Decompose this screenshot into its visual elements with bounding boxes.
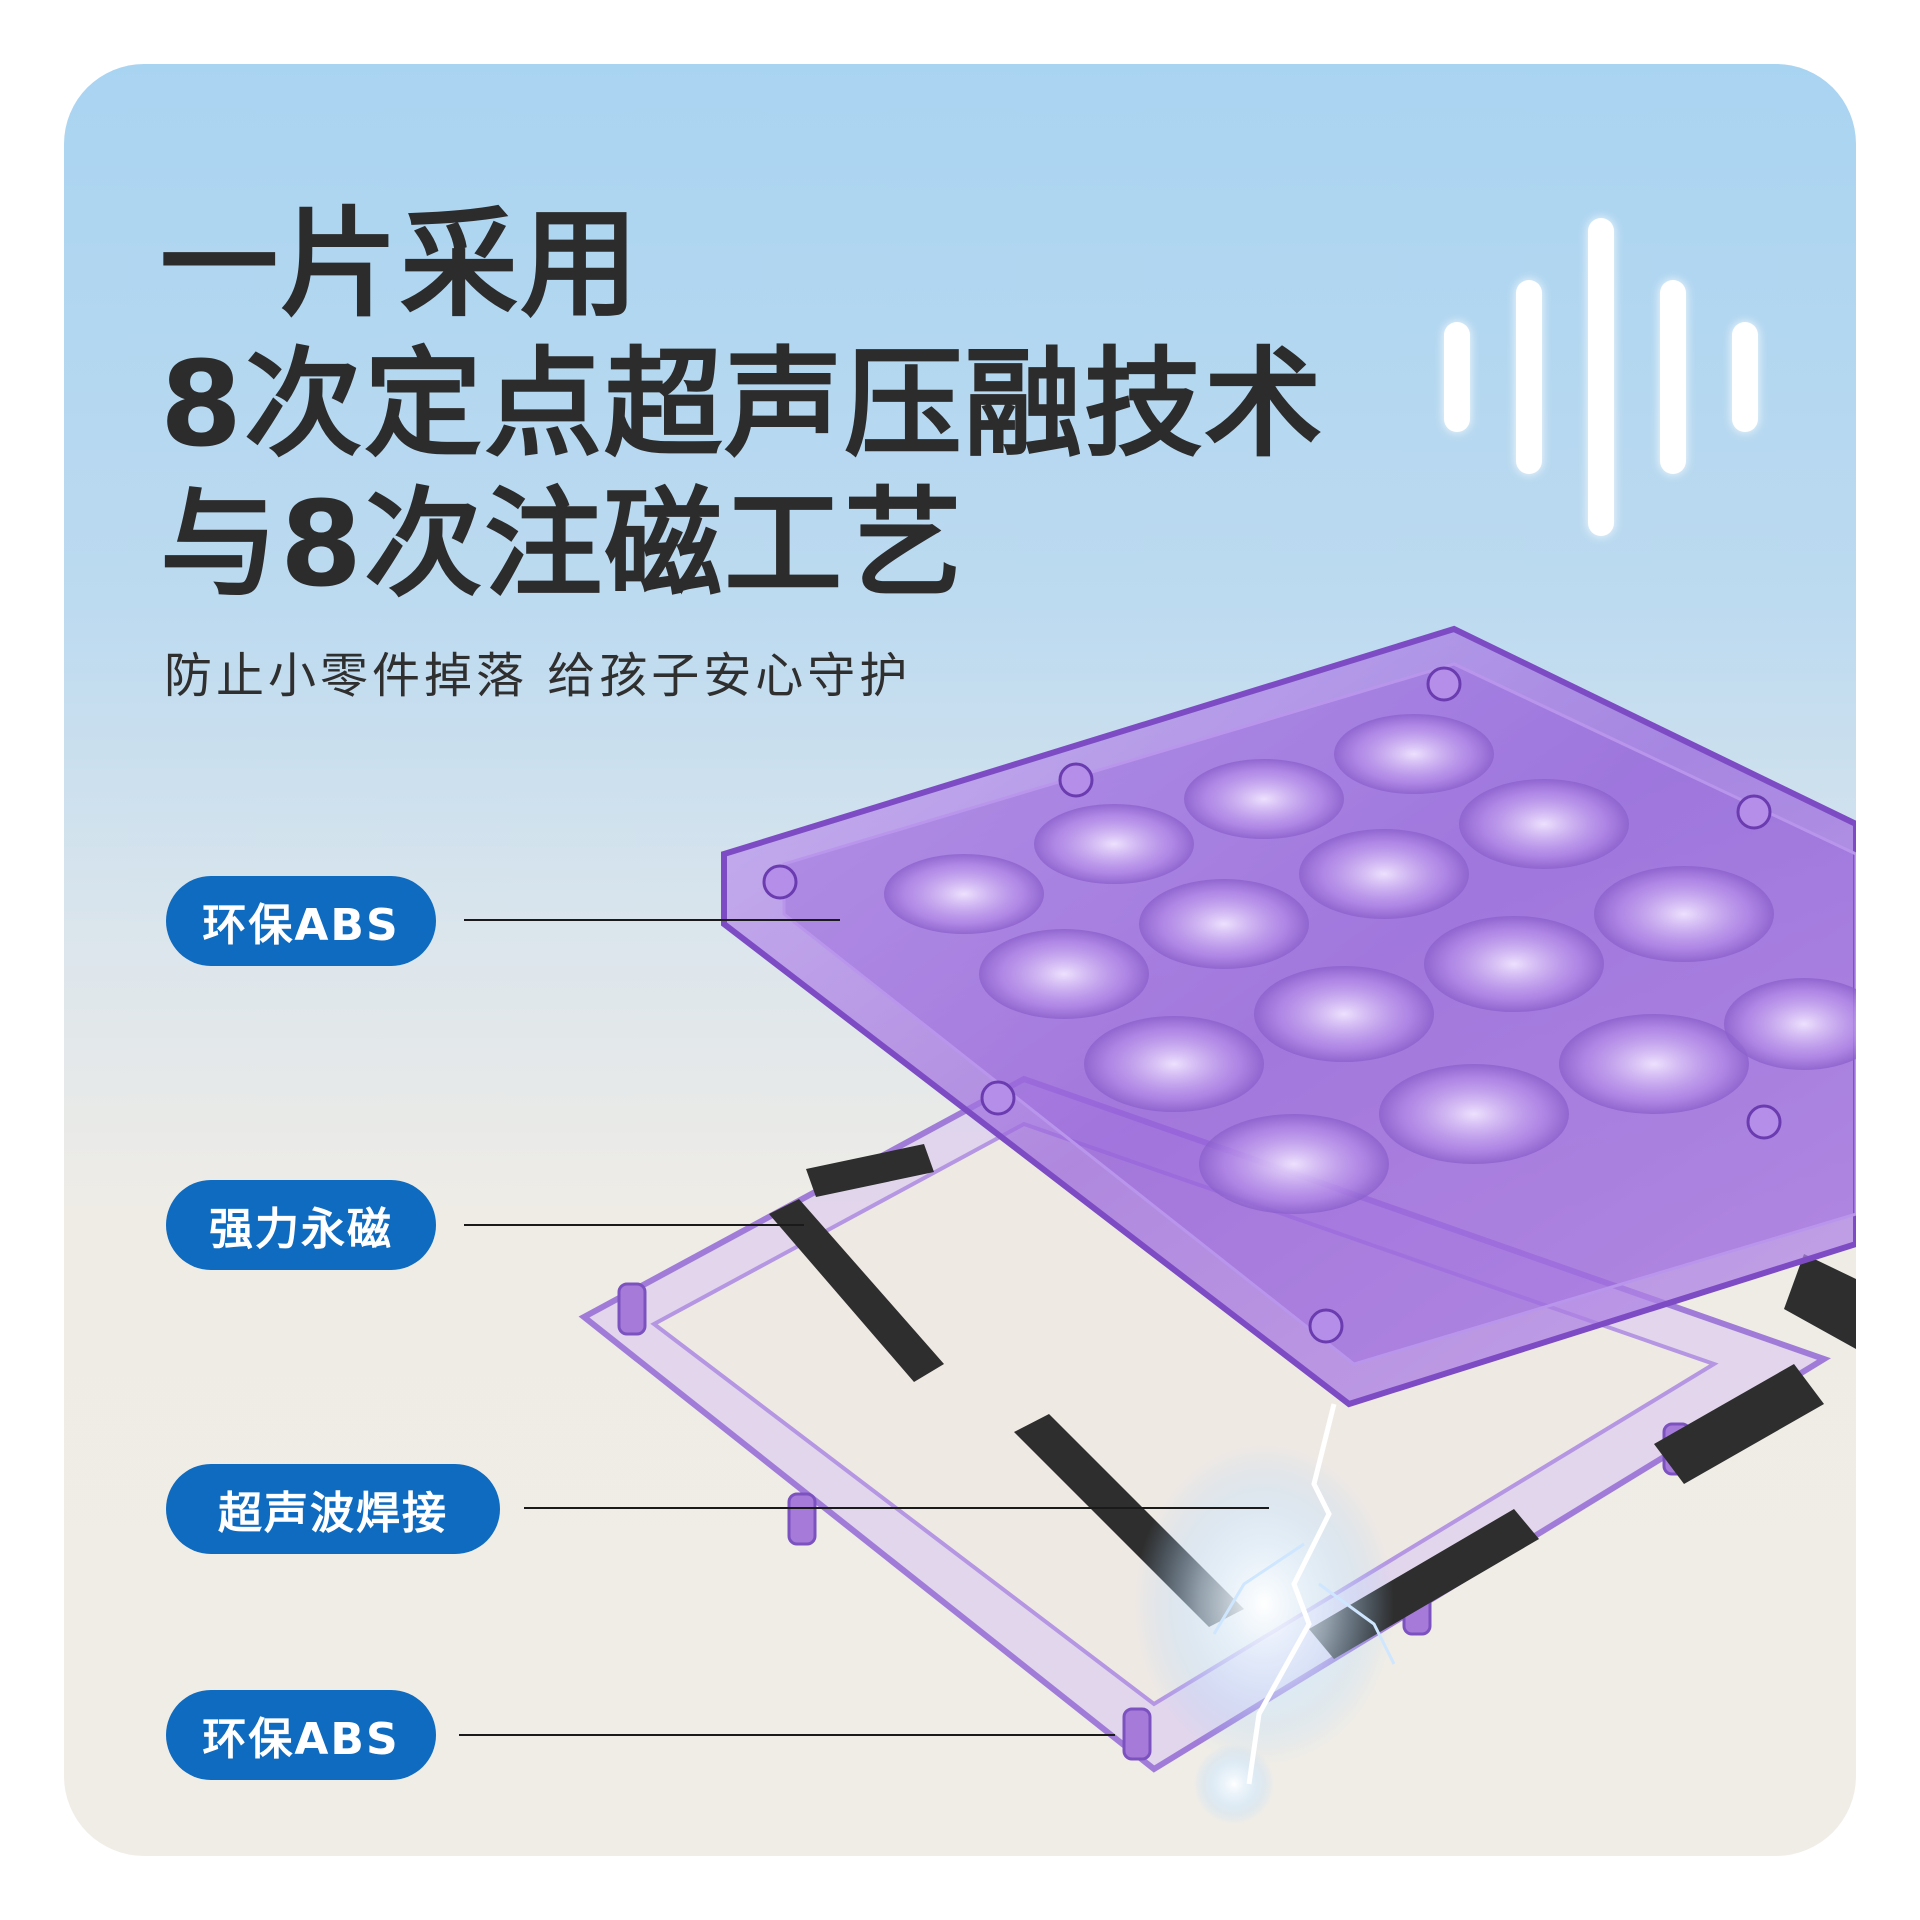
- wave-bar: [1444, 322, 1470, 432]
- label-bottom-shell: 环保ABS: [166, 1690, 436, 1780]
- wave-bar: [1516, 280, 1542, 474]
- wave-bar: [1732, 322, 1758, 432]
- headline-line-3: 与8次注磁工艺: [160, 475, 965, 613]
- leader-line-bottom-shell: [459, 1734, 1115, 1736]
- leader-line-weld: [524, 1507, 1269, 1509]
- leader-line-magnet: [464, 1224, 804, 1226]
- label-magnet: 强力永磁: [166, 1180, 436, 1270]
- sound-wave-icon: [1444, 218, 1784, 558]
- wave-bar: [1660, 280, 1686, 474]
- headline: 一片采用 8次定点超声压融技术 与8次注磁工艺: [160, 194, 1324, 614]
- product-card: 一片采用 8次定点超声压融技术 与8次注磁工艺 防止小零件掉落 给孩子安心守护: [64, 64, 1856, 1856]
- exploded-tile-illustration: [578, 625, 1856, 1824]
- headline-line-1: 一片采用: [160, 195, 641, 333]
- label-top-shell: 环保ABS: [166, 876, 436, 966]
- wave-bar: [1588, 218, 1614, 536]
- top-tile: [721, 625, 1856, 1408]
- headline-line-2: 8次定点超声压融技术: [160, 335, 1325, 473]
- leader-line-top-shell: [464, 919, 840, 921]
- subtitle: 防止小零件掉落 给孩子安心守护: [164, 648, 912, 704]
- label-weld: 超声波焊接: [166, 1464, 500, 1554]
- ultrasonic-spark: [1134, 1403, 1396, 1824]
